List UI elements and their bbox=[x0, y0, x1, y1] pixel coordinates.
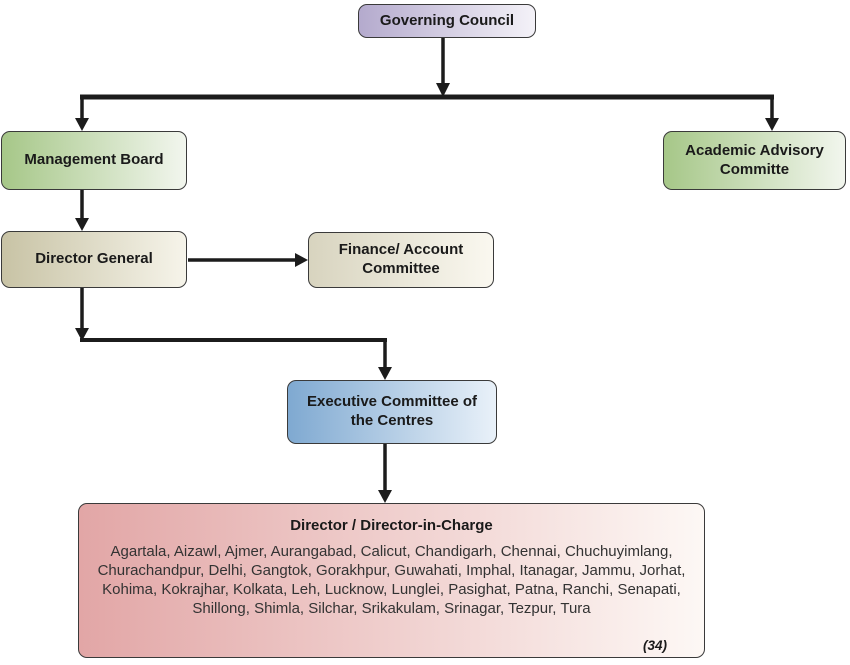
arrowhead-executive bbox=[378, 367, 392, 380]
arrowhead-director-general bbox=[75, 218, 89, 231]
directors-box-title: Director / Director-in-Charge bbox=[290, 517, 493, 534]
node-director-general-label: Director General bbox=[35, 250, 153, 268]
arrowhead-finance bbox=[295, 253, 308, 267]
arrowhead-academic-advisory bbox=[765, 118, 779, 131]
node-director-in-charge: Director / Director-in-Charge Agartala, … bbox=[78, 503, 705, 658]
node-executive-committee-label: Executive Committee of the Centres bbox=[306, 393, 478, 429]
node-governing-council: Governing Council bbox=[358, 4, 536, 38]
arrowhead-gc-down bbox=[436, 83, 450, 97]
node-finance-committee-label: Finance/ Account Committee bbox=[338, 241, 464, 277]
arrowhead-directors bbox=[378, 490, 392, 503]
node-management-board-label: Management Board bbox=[24, 151, 164, 169]
node-management-board: Management Board bbox=[1, 131, 187, 190]
node-executive-committee-of-centres: Executive Committee of the Centres bbox=[287, 380, 497, 444]
directors-centres-list: Agartala, Aizawl, Ajmer, Aurangabad, Cal… bbox=[97, 543, 686, 617]
centres-count-badge: (34) bbox=[642, 638, 667, 653]
node-academic-advisory-label: Academic Advisory Committe bbox=[685, 141, 824, 178]
node-governing-council-label: Governing Council bbox=[379, 11, 515, 29]
arrowhead-dg-elbow bbox=[75, 328, 89, 341]
arrowhead-management-board bbox=[75, 118, 89, 131]
node-finance-account-committee: Finance/ Account Committee bbox=[308, 232, 494, 288]
node-director-general: Director General bbox=[1, 231, 187, 288]
node-academic-advisory-committe: Academic Advisory Committe bbox=[663, 131, 846, 190]
